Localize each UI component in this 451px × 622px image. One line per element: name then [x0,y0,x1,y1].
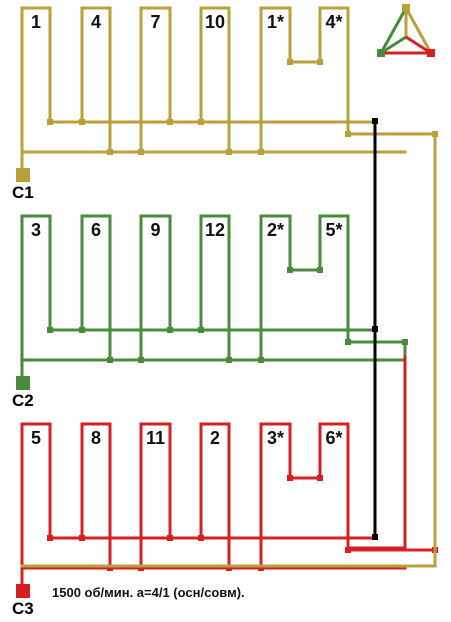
junction-node [226,565,232,571]
junction-node [402,339,408,345]
coil-terminal-label: 2 [210,428,220,448]
neutral-node [372,534,378,540]
phase-group-c3: 5 8 11 2 3* 6* С3 [12,422,438,618]
phase-group-c2: 3 6 9 12 2* 5* С2 [12,214,408,410]
junction-node [345,131,351,137]
junction-node [167,327,173,333]
junction-node [79,119,85,125]
junction-node [138,149,144,155]
junction-node [226,357,232,363]
junction-node [226,149,232,155]
coil-terminal-label: 11 [146,428,165,448]
coil-terminal-label: 4* [325,12,342,32]
junction-node [138,565,144,571]
caption-text: 1500 об/мин. а=4/1 (осн/совм). [52,585,245,600]
neutral-node [372,326,378,332]
phase-terminal-label: С3 [12,599,34,618]
junction-node [287,267,293,273]
coil-terminal-label: 5 [31,428,41,448]
junction-node [258,149,264,155]
coil-terminal-label: 3* [267,428,284,448]
phase-terminal-label: С1 [12,183,34,202]
junction-node [345,547,351,553]
coil-terminal-label: 5* [325,220,342,240]
coil-terminal-label: 6* [325,428,342,448]
junction-node [345,339,351,345]
coil-terminal-label: 4 [91,12,101,32]
junction-node [107,565,113,571]
phase-terminal-marker [16,168,30,182]
junction-node [138,357,144,363]
junction-node [317,475,323,481]
junction-node [167,535,173,541]
junction-node [47,327,53,333]
junction-node [79,327,85,333]
coil-terminal-label: 10 [205,12,225,32]
phase-terminal-marker [16,376,30,390]
junction-node [287,59,293,65]
coil-terminal-label: 7 [150,12,160,32]
coil-terminal-label: 3 [31,220,41,240]
coil-terminal-label: 9 [150,220,160,240]
junction-node [198,327,204,333]
junction-node [107,357,113,363]
junction-node [47,119,53,125]
junction-node [287,475,293,481]
junction-node [79,535,85,541]
coil-terminal-label: 1* [267,12,284,32]
coil-terminal-label: 2* [267,220,284,240]
coil-terminal-label: 6 [91,220,101,240]
junction-node [47,535,53,541]
junction-node [317,59,323,65]
phase-terminal-marker [16,584,30,598]
star-triangle-icon [377,4,435,57]
coil-terminal-label: 1 [31,12,41,32]
neutral-node [372,118,378,124]
junction-node [167,119,173,125]
junction-node [258,357,264,363]
coil-terminal-label: 8 [91,428,101,448]
junction-node [198,119,204,125]
phase-terminal-label: С2 [12,391,34,410]
junction-node [317,267,323,273]
coil-terminal-label: 12 [205,220,225,240]
junction-node [107,149,113,155]
junction-node [198,535,204,541]
junction-node [258,565,264,571]
